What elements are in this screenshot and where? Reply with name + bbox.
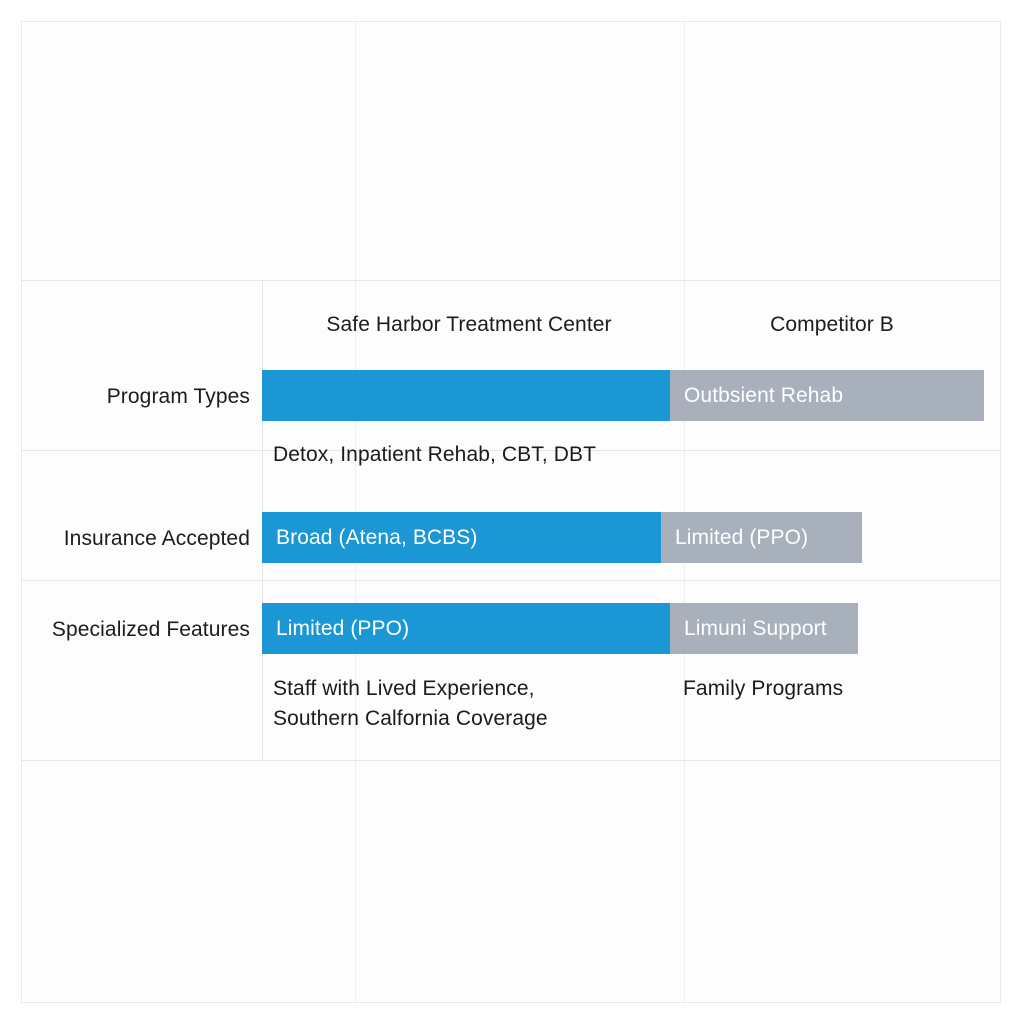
row-label-program-types: Program Types — [106, 385, 250, 408]
bar-label-secondary-program-types: Outbsient Rehab — [684, 383, 844, 407]
table-rule-top — [21, 280, 1001, 281]
bar-secondary-program-types[interactable]: Outbsient Rehab — [670, 370, 984, 421]
bar-label-primary-specialized-features: Limited (PPO) — [276, 616, 410, 640]
row-label-insurance-accepted: Insurance Accepted — [63, 527, 250, 550]
detail-primary-program-types: Detox, Inpatient Rehab, CBT, DBT — [273, 443, 597, 466]
table-rule-bottom — [21, 760, 1001, 761]
detail-primary-specialized-features: Staff with Lived Experience, Southern Ca… — [273, 677, 548, 730]
row-label-specialized-features: Specialized Features — [51, 618, 250, 641]
detail-secondary-specialized-features: Family Programs — [683, 677, 844, 700]
bar-label-secondary-specialized-features: Limuni Support — [684, 616, 827, 640]
comparison-table: Safe Harbor Treatment Center Competitor … — [21, 280, 1001, 761]
table-rule-2 — [21, 580, 1001, 581]
table-rule-1 — [21, 450, 1001, 451]
bar-primary-insurance-accepted[interactable]: Broad (Atena, BCBS) — [262, 512, 661, 563]
bar-secondary-insurance-accepted[interactable]: Limited (PPO) — [661, 512, 862, 563]
column-header-safe-harbor: Safe Harbor Treatment Center — [326, 313, 612, 336]
bar-primary-program-types[interactable] — [262, 370, 670, 421]
bar-primary-specialized-features[interactable]: Limited (PPO) — [262, 603, 670, 654]
column-header-competitor-b: Competitor B — [770, 313, 894, 336]
bar-secondary-specialized-features[interactable]: Limuni Support — [670, 603, 858, 654]
bar-label-secondary-insurance-accepted: Limited (PPO) — [675, 525, 809, 549]
bar-label-primary-insurance-accepted: Broad (Atena, BCBS) — [276, 525, 478, 549]
